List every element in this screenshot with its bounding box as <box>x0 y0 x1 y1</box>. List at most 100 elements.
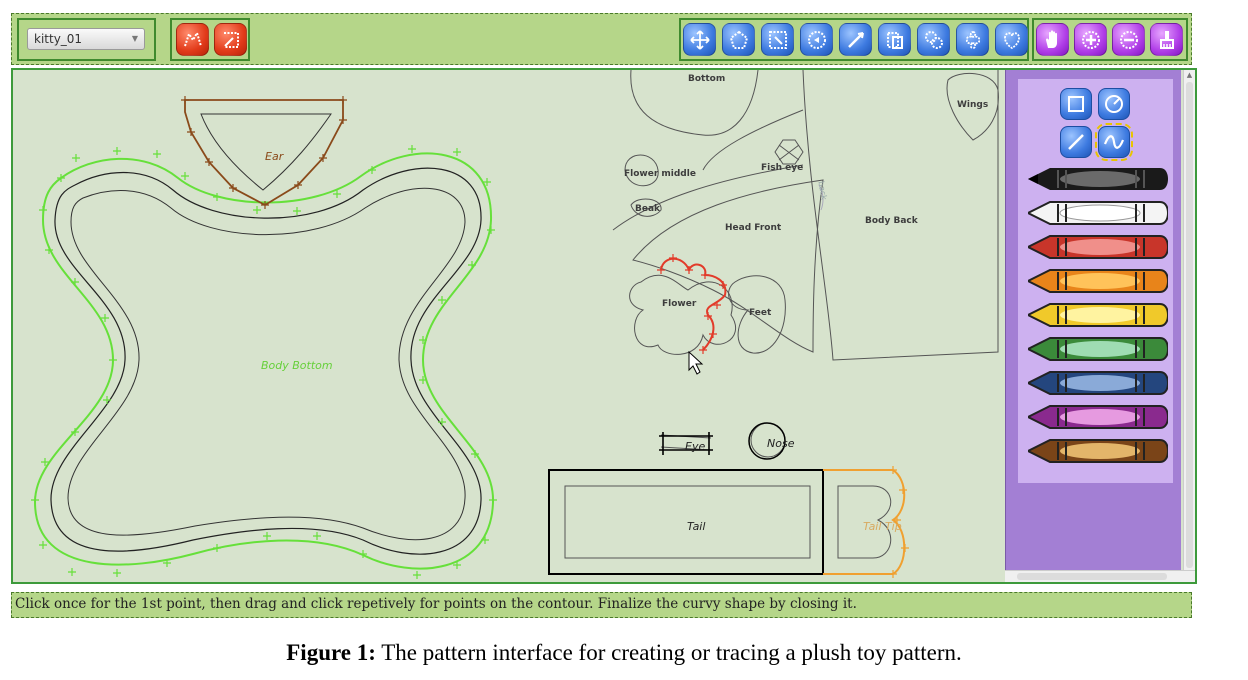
feet-piece <box>728 275 786 354</box>
ear-label: Ear <box>265 150 284 163</box>
tail-tip-inner <box>837 485 892 559</box>
trace-tool-group <box>170 18 250 61</box>
clear-brush-icon <box>1159 30 1174 49</box>
flower-middle-piece <box>624 154 659 187</box>
flower-label: Flower <box>662 299 697 309</box>
figure-caption-text: The pattern interface for creating or tr… <box>381 640 962 665</box>
neck-piece <box>612 164 804 231</box>
rotate-shape-icon <box>729 30 748 49</box>
body-bottom-trace-points <box>31 145 497 579</box>
head-front-piece <box>632 179 824 353</box>
rotate-points-icon <box>807 30 826 49</box>
line-icon <box>1068 134 1084 150</box>
select-region-icon <box>768 30 787 49</box>
copy-shape-icon <box>886 31 903 49</box>
pattern-drawing <box>31 70 999 579</box>
hand-pan-button[interactable] <box>1036 23 1069 56</box>
flower-trace <box>660 257 727 351</box>
flower-piece <box>629 274 737 355</box>
mouse-cursor <box>688 350 704 375</box>
scale-line-button[interactable] <box>839 23 872 56</box>
fish-eye-label: Fish eye <box>761 163 804 173</box>
scroll-up-icon[interactable]: ▲ <box>1186 71 1193 79</box>
bottom-piece <box>630 70 759 136</box>
zoom-in-button[interactable] <box>1074 23 1107 56</box>
corner-trace-button[interactable] <box>214 23 247 56</box>
tail-tip-label: Tail Tip <box>863 520 902 533</box>
flower-trace-points <box>657 254 727 354</box>
corner-trace-icon <box>223 31 239 48</box>
group-shapes-icon <box>924 30 943 49</box>
drawing-palette <box>1005 70 1181 582</box>
yellow-crayon[interactable] <box>1028 300 1168 330</box>
curve-icon <box>1103 135 1125 149</box>
zoom-out-button[interactable] <box>1112 23 1145 56</box>
ear-trace-points <box>181 96 347 209</box>
rotate-points-button[interactable] <box>800 23 833 56</box>
flower-shape-icon <box>965 30 980 49</box>
select-region-button[interactable] <box>761 23 794 56</box>
zoom-in-icon <box>1081 30 1100 49</box>
scale-line-icon <box>847 31 864 48</box>
move-all-icon <box>689 29 710 50</box>
head-back-line <box>818 184 824 211</box>
red-crayon[interactable] <box>1028 232 1168 262</box>
tail-trace <box>548 469 824 575</box>
rectangle-icon <box>1068 96 1084 112</box>
curve-tool-button[interactable] <box>1095 123 1133 161</box>
pattern-canvas[interactable]: Ear Body Bottom Bottom Wings Flower midd… <box>13 70 1005 582</box>
bottom-label: Bottom <box>688 74 726 84</box>
eye-label: Eye <box>685 440 706 453</box>
tail-tip-trace-points <box>889 466 909 578</box>
freehand-contour-button[interactable] <box>176 23 209 56</box>
body-bottom-trace <box>33 152 495 570</box>
view-tool-group <box>1032 18 1188 61</box>
rectangle-tool-button[interactable] <box>1060 88 1092 120</box>
zoom-out-icon <box>1119 30 1138 49</box>
green-crayon[interactable] <box>1028 334 1168 364</box>
flower-middle-label: Flower middle <box>624 169 696 179</box>
black-crayon[interactable] <box>1028 164 1168 194</box>
pattern-file-select[interactable]: kitty_01 ▼ <box>27 28 145 50</box>
rotate-shape-button[interactable] <box>722 23 755 56</box>
orange-crayon[interactable] <box>1028 266 1168 296</box>
pattern-file-select-value: kitty_01 <box>34 32 83 46</box>
nose-label: Nose <box>767 437 795 450</box>
vertical-scroll-thumb[interactable] <box>1186 82 1193 568</box>
edit-outline-button[interactable] <box>995 23 1028 56</box>
figure-caption: Figure 1: The pattern interface for crea… <box>0 640 1248 666</box>
move-all-button[interactable] <box>683 23 716 56</box>
group-shapes-button[interactable] <box>917 23 950 56</box>
pattern-outlines <box>564 70 999 559</box>
fish-eye-mark <box>774 139 804 165</box>
line-tool-button[interactable] <box>1060 126 1092 158</box>
head-front-label: Head Front <box>725 223 782 233</box>
horizontal-scroll-thumb[interactable] <box>1017 573 1167 580</box>
blue-crayon[interactable] <box>1028 368 1168 398</box>
circle-icon <box>1105 95 1123 113</box>
tail-inner <box>564 485 811 559</box>
tail-label: Tail <box>687 520 706 533</box>
vertical-scrollbar[interactable]: ▲ ▼ <box>1183 70 1195 582</box>
body-bottom-outline <box>50 167 482 555</box>
nose-trace <box>748 422 786 460</box>
wings-piece <box>946 72 999 141</box>
brown-crayon[interactable] <box>1028 436 1168 466</box>
circle-tool-button[interactable] <box>1098 88 1130 120</box>
horizontal-scrollbar[interactable] <box>1005 570 1195 582</box>
flower-shape-button[interactable] <box>956 23 989 56</box>
clear-brush-button[interactable] <box>1150 23 1183 56</box>
white-crayon[interactable] <box>1028 198 1168 228</box>
eye-trace <box>659 432 713 455</box>
pattern-workspace: Ear Body Bottom Bottom Wings Flower midd… <box>11 68 1197 584</box>
copy-shape-button[interactable] <box>878 23 911 56</box>
purple-crayon[interactable] <box>1028 402 1168 432</box>
wings-label: Wings <box>957 100 989 110</box>
ear-outline <box>200 113 332 191</box>
chevron-down-icon: ▼ <box>131 34 138 43</box>
top-toolbar: kitty_01 ▼ <box>11 13 1192 65</box>
body-bottom-label: Body Bottom <box>261 359 333 372</box>
beak-label: Beak <box>635 204 661 214</box>
beak-piece <box>630 198 662 217</box>
